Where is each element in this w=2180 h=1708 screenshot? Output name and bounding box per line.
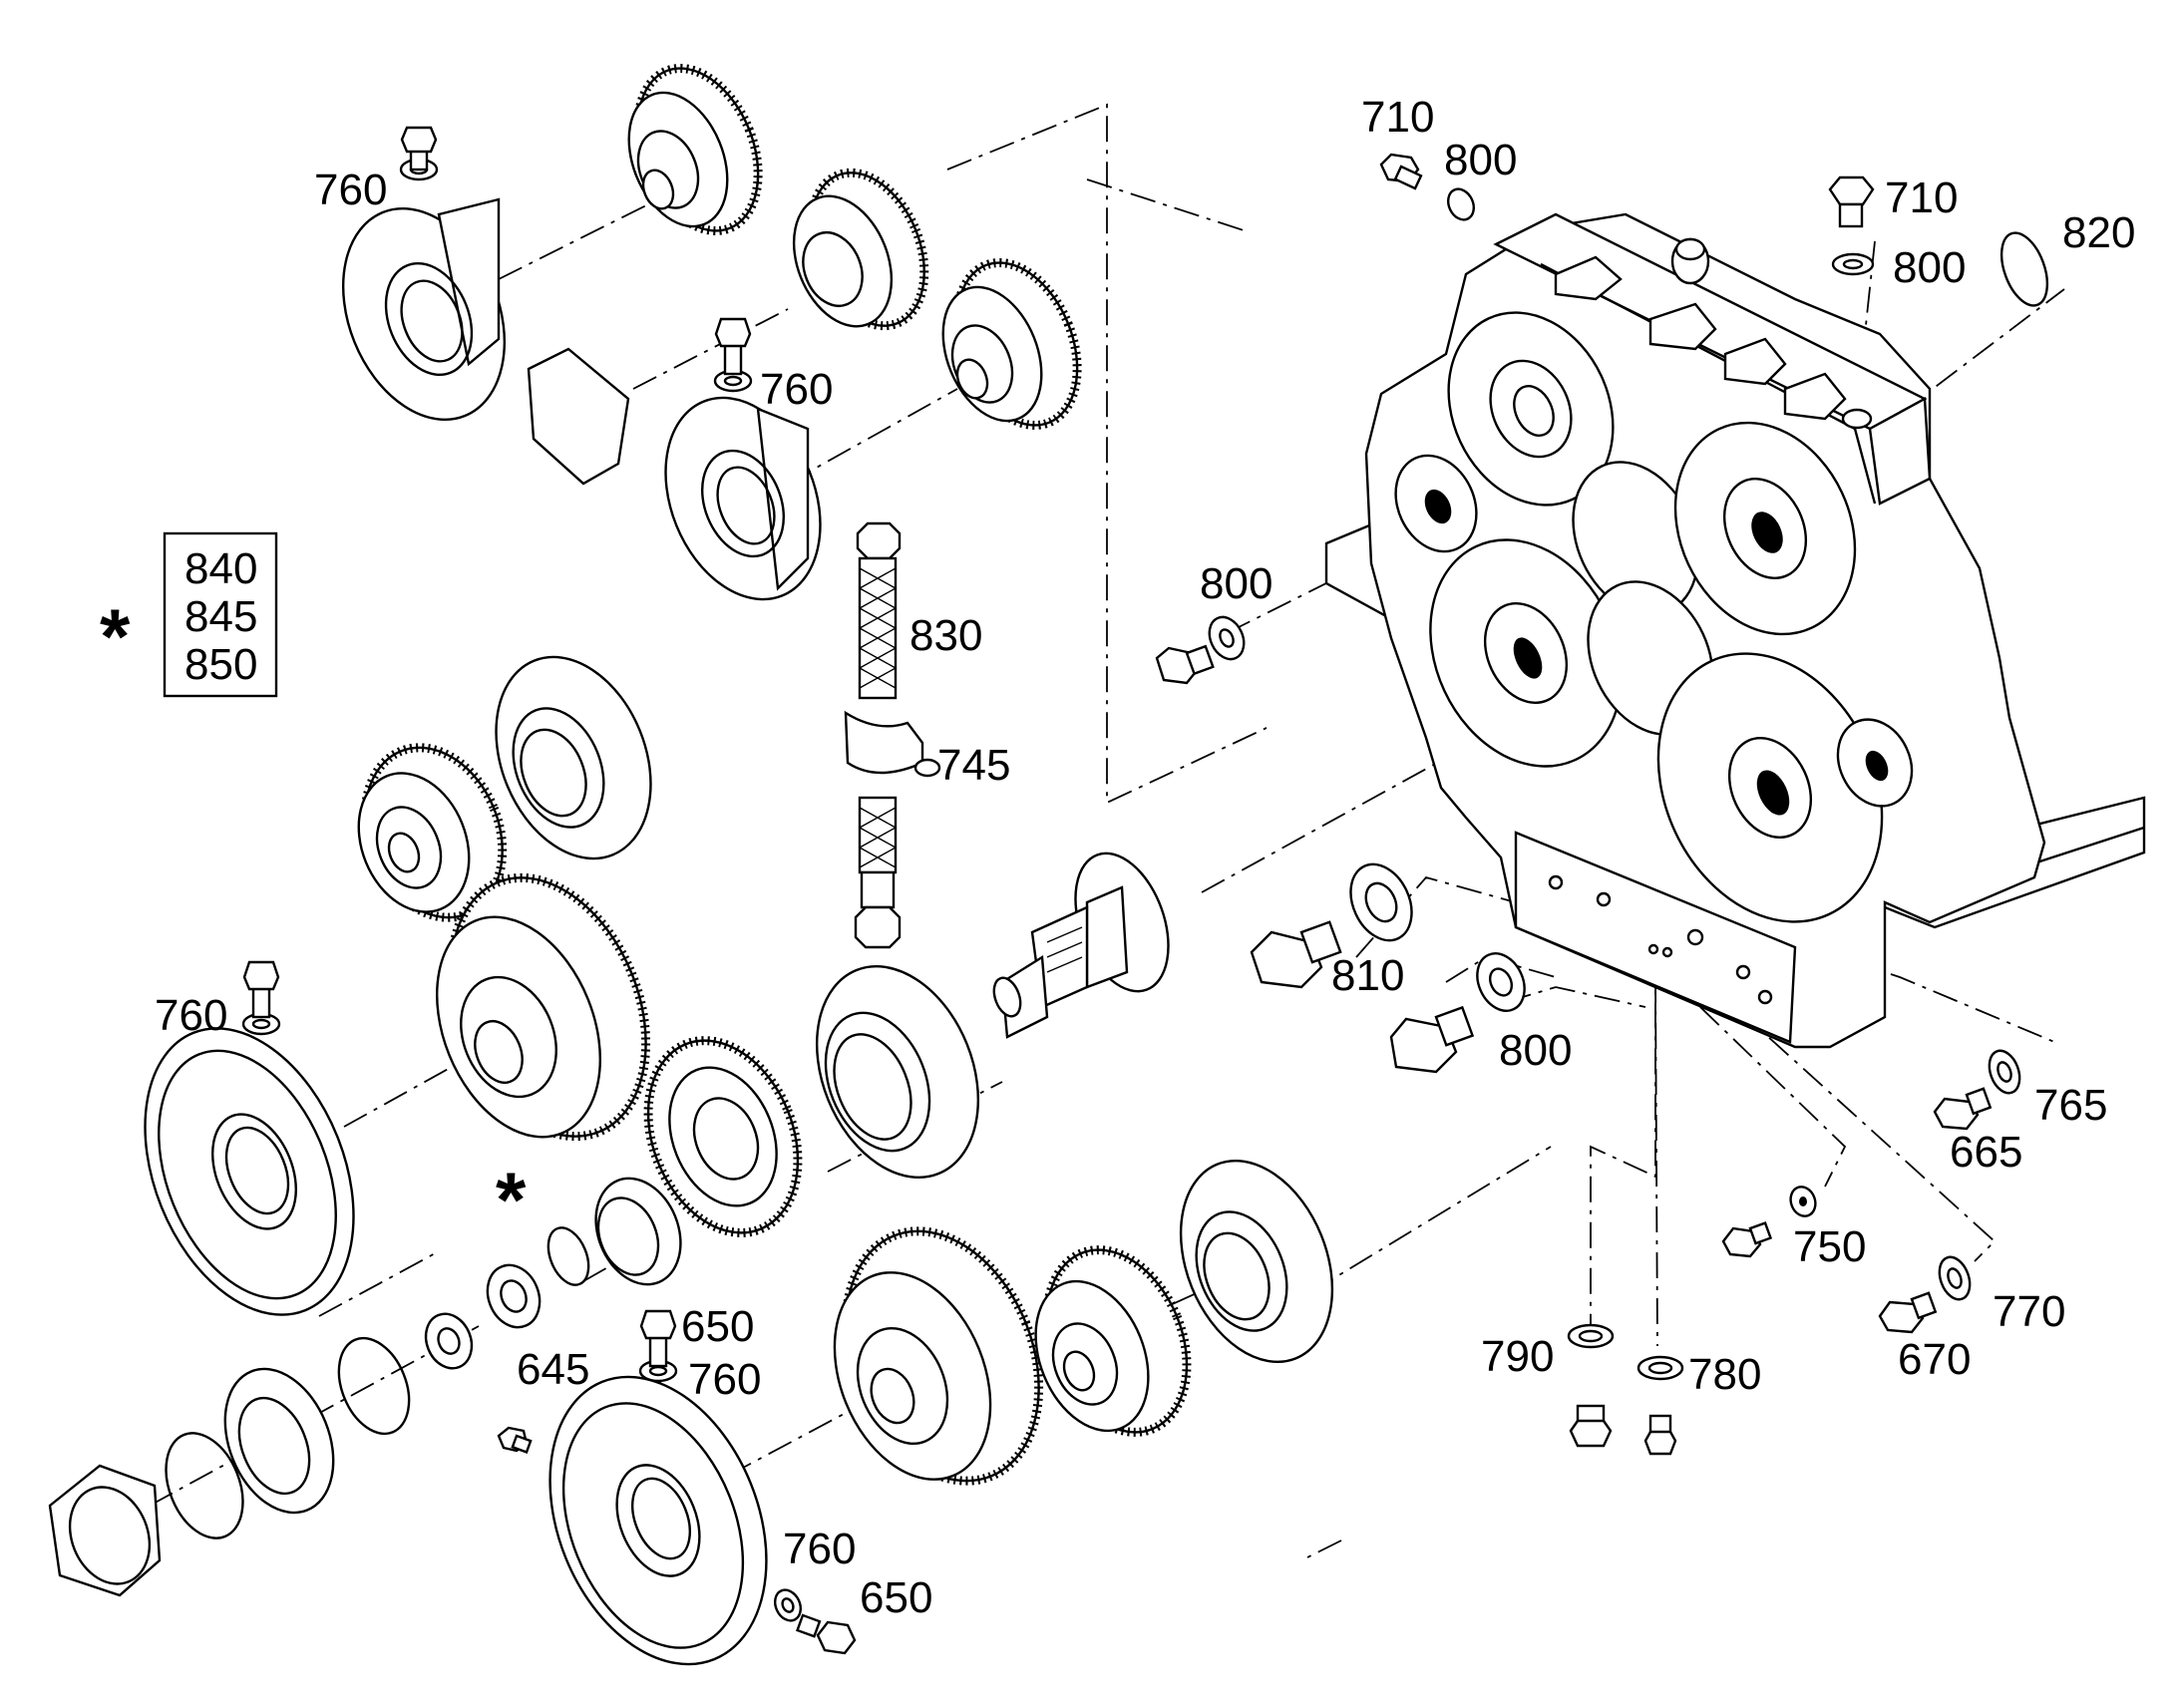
callout-label: 760 — [783, 1525, 856, 1573]
legend-item: 840 — [184, 544, 257, 593]
callout-label: 760 — [688, 1355, 761, 1404]
callout-label: 670 — [1898, 1335, 1971, 1384]
callout-label: 710 — [1885, 173, 1958, 222]
callout-label: 790 — [1481, 1332, 1554, 1381]
callout-label: 745 — [937, 741, 1010, 790]
callout-label: 760 — [760, 365, 833, 414]
callout-label: 650 — [860, 1573, 932, 1622]
lower-right-gear — [1034, 1245, 1192, 1437]
callout-label: * — [496, 1156, 527, 1243]
callout-label: 800 — [1200, 559, 1272, 608]
legend: * 840 845 850 — [100, 531, 278, 698]
center-bearing-housing — [815, 965, 980, 1179]
callout-label: 760 — [155, 991, 227, 1040]
callout-labels: 710 800 710 820 800 760 760 800 830 745 … — [155, 93, 2135, 1622]
top-left-gear — [627, 64, 763, 235]
lower-large-flange — [548, 1375, 768, 1666]
left-large-flange — [144, 1027, 355, 1316]
gearbox-housing — [1324, 212, 2146, 1049]
callout-label: 780 — [1688, 1350, 1761, 1399]
callout-label: 820 — [2062, 208, 2135, 257]
callout-label: 645 — [517, 1345, 589, 1394]
upper-mid-bearing-cover — [495, 655, 652, 860]
legend-item: 850 — [184, 640, 257, 689]
upper-mid-gear — [357, 743, 508, 922]
center-gear — [643, 1036, 803, 1237]
callout-label: 650 — [681, 1302, 754, 1351]
callout-label: 665 — [1950, 1128, 2022, 1177]
middle-bearing-cover — [664, 396, 822, 601]
legend-star: * — [100, 592, 131, 680]
large-gear-760 — [435, 872, 651, 1142]
callout-label: 770 — [1993, 1287, 2065, 1336]
top-right-gear — [941, 258, 1082, 430]
callout-label: 800 — [1499, 1026, 1572, 1075]
lower-right-bearing-cover — [1179, 1159, 1334, 1364]
callout-label: 750 — [1793, 1222, 1866, 1271]
legend-box — [163, 531, 278, 698]
output-shaft — [992, 852, 1170, 1039]
callout-label: 810 — [1331, 951, 1404, 1000]
end-cover-assembly — [48, 1367, 335, 1597]
hose-assembly — [844, 521, 941, 949]
callout-label: 830 — [909, 611, 982, 660]
callout-label: 800 — [1444, 136, 1517, 184]
callout-label: 800 — [1893, 243, 1966, 292]
top-center-gear — [792, 168, 929, 331]
bearing-ring-set — [337, 1177, 682, 1436]
callout-label: 710 — [1361, 93, 1434, 142]
top-left-bearing-cover — [341, 197, 507, 421]
callout-label: 760 — [314, 166, 387, 214]
legend-item: 845 — [184, 592, 257, 641]
top-cover-plate — [527, 347, 630, 486]
bolts-washers — [241, 126, 2049, 1655]
lower-large-gear — [833, 1226, 1044, 1486]
callout-label: 765 — [2034, 1081, 2107, 1130]
